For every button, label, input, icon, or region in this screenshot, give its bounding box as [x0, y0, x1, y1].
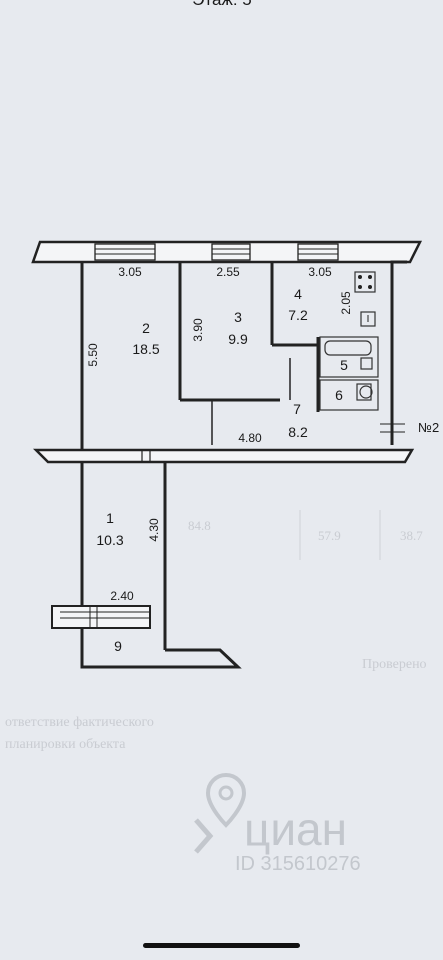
ghost-line-2: ответствие фактического [5, 715, 154, 730]
apartment-tag: №2 [418, 420, 439, 435]
room-5-number: 5 [340, 357, 348, 373]
room-2-area: 18.5 [132, 341, 159, 357]
room-1-area: 10.3 [96, 532, 123, 548]
room-3-area: 9.9 [228, 331, 248, 347]
interior-walls [178, 262, 405, 445]
ghost-value-2: 57.9 [318, 528, 341, 543]
dim-room2-left: 5.50 [86, 343, 100, 367]
ghost-line-1: Проверено [362, 657, 427, 672]
dim-room2-top: 3.05 [118, 265, 142, 279]
dim-corridor-bottom: 4.80 [238, 431, 262, 445]
cian-watermark: циан ID 315610276 [194, 772, 361, 875]
floor-label: Этаж: 5 [192, 0, 252, 9]
room-7-area: 8.2 [288, 424, 308, 440]
ghost-value-1: 84.8 [188, 518, 211, 533]
watermark-brand: циан [244, 803, 347, 855]
room-2-number: 2 [142, 320, 150, 336]
location-pin-icon [194, 772, 247, 854]
sink-icon [360, 311, 376, 327]
stove-icon [354, 271, 376, 293]
dim-room4-right: 2.05 [339, 291, 353, 315]
ghost-line-3: планировки объекта [5, 737, 126, 752]
room-7-number: 7 [293, 401, 301, 417]
dimension-labels: 3.05 2.55 3.05 5.50 3.90 2.05 4.80 4.30 … [86, 265, 353, 603]
room-labels: 2 18.5 3 9.9 4 7.2 5 6 7 8.2 1 10.3 9 [96, 286, 348, 654]
room-6-number: 6 [335, 387, 343, 403]
dim-room3-left: 3.90 [191, 318, 205, 342]
room-4-number: 4 [294, 286, 302, 302]
ghost-value-3: 38.7 [400, 528, 423, 543]
dim-room4-top: 3.05 [308, 265, 332, 279]
room-9-number: 9 [114, 638, 122, 654]
home-indicator[interactable] [143, 943, 300, 948]
dim-room1-right: 4.30 [147, 518, 161, 542]
dim-room1-bottom: 2.40 [110, 589, 134, 603]
dim-room3-top: 2.55 [216, 265, 240, 279]
top-windows [94, 243, 339, 261]
room-3-number: 3 [234, 309, 242, 325]
outer-walls [31, 240, 423, 669]
background-ghost-text: 84.8 57.9 38.7 Проверено ответствие факт… [5, 510, 427, 752]
watermark-id: ID 315610276 [235, 853, 361, 875]
room-4-area: 7.2 [288, 307, 308, 323]
room-1-number: 1 [106, 510, 114, 526]
